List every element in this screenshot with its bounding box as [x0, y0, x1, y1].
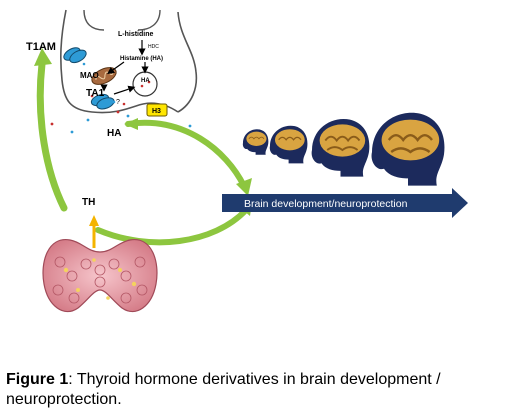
brain-development-label: Brain development/neuroprotection: [244, 198, 408, 210]
label-question: ?: [116, 99, 120, 106]
brain-development-arrow: Brain development/neuroprotection: [222, 188, 468, 218]
transporter-icon: [63, 47, 87, 64]
figure-label: Figure 1: [6, 371, 69, 388]
label-l-histidine: L-histidine: [118, 31, 153, 38]
thyroid-gland-icon: [42, 239, 158, 313]
thyroid-brain-diagram: T1AM L-histidine HDC Histamine (HA) MAO …: [26, 9, 468, 313]
arrowhead-ha-brain: [236, 178, 252, 196]
label-hdc: HDC: [148, 44, 159, 50]
label-h3: H3: [152, 108, 161, 115]
label-ta1: TA1: [86, 88, 105, 99]
synapse-neck: [83, 9, 161, 31]
head-icon: [371, 112, 445, 186]
label-mao: MAO: [80, 71, 99, 80]
label-ha-vesicle: HA: [141, 78, 150, 84]
label-ha: HA: [107, 128, 121, 139]
label-t1am: T1AM: [26, 41, 56, 53]
arrowhead-ha: [124, 118, 138, 130]
h3-receptor: [146, 103, 168, 117]
head-icon: [311, 118, 370, 177]
arrowhead-t1am: [34, 48, 52, 66]
transporter-icon: [90, 93, 115, 110]
arrow-ha-to-brain: [125, 119, 247, 189]
figure-caption-text: : Thyroid hormone derivatives in brain d…: [6, 371, 441, 408]
arrow-th-to-brain: [95, 207, 249, 246]
label-th: TH: [82, 197, 95, 208]
head-icon: [242, 129, 269, 155]
head-icon: [269, 125, 308, 164]
arrowhead-orange: [89, 215, 99, 226]
ha-vesicle: [132, 71, 158, 97]
label-histamine: Histamine (HA): [120, 56, 163, 62]
arrow-histamine-mao: [107, 61, 125, 75]
molecule-dots: [38, 62, 192, 134]
figure-caption: Figure 1: Thyroid hormone derivatives in…: [6, 370, 514, 410]
arrow-th-to-t1am: [36, 60, 68, 212]
arrow-ta1-vesicle: [113, 85, 136, 95]
